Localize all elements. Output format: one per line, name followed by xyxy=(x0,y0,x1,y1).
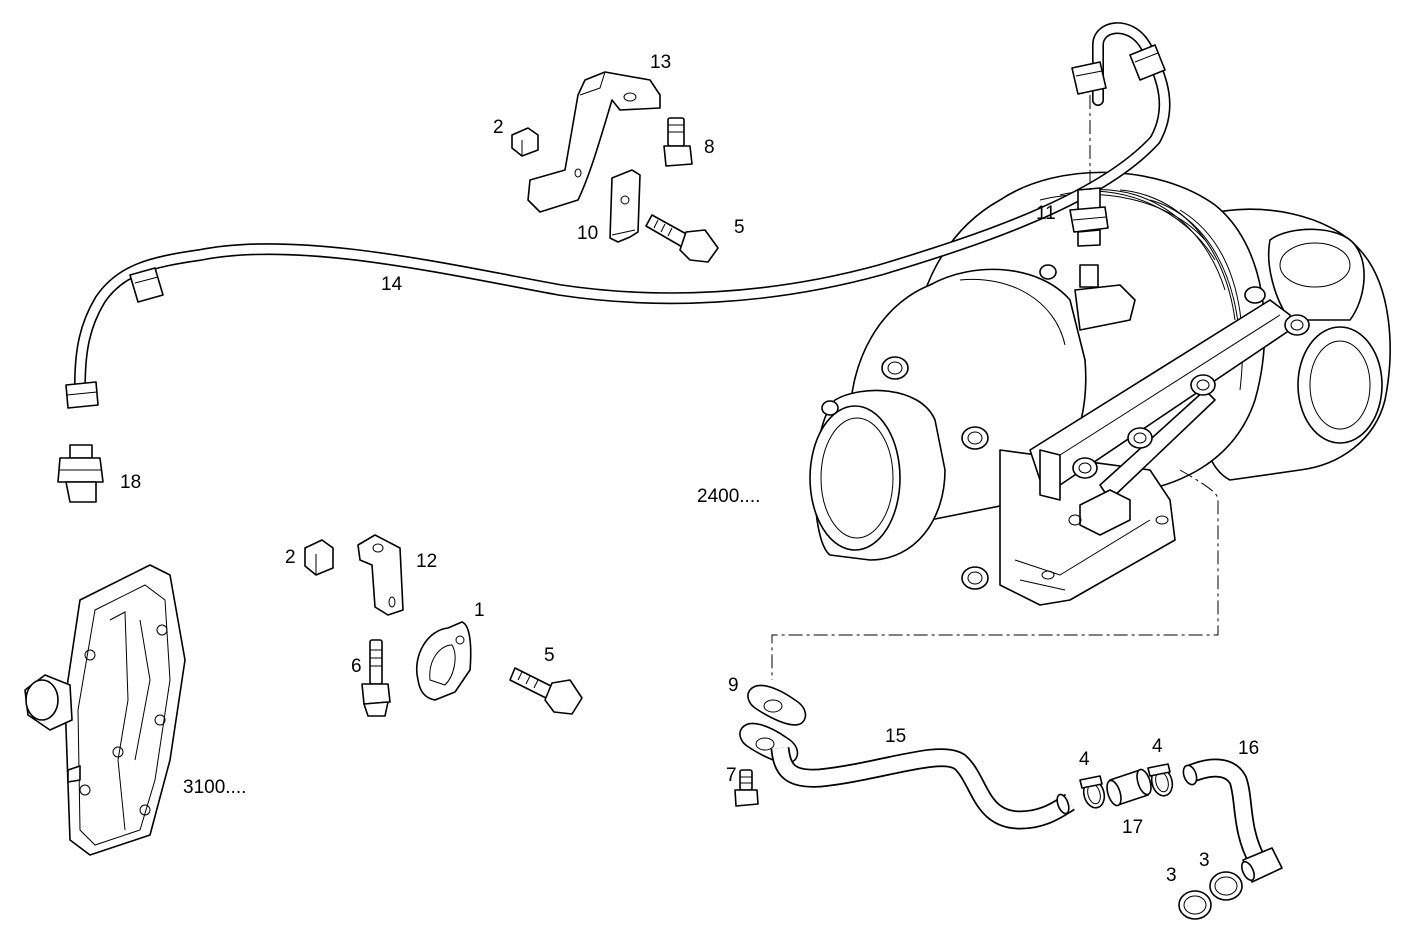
pipe-nut-mid xyxy=(129,267,164,303)
callout-9: 9 xyxy=(728,675,739,696)
drain-pipe-15 xyxy=(770,746,1076,830)
turbo-nut-6 xyxy=(1284,314,1310,336)
callout-5-top: 5 xyxy=(734,217,745,238)
callout-17: 17 xyxy=(1122,817,1143,838)
oil-feed-pipe-14 xyxy=(65,22,1171,409)
callout-11: 11 xyxy=(1036,203,1056,224)
hose-16 xyxy=(1182,758,1283,883)
callout-2-top: 2 xyxy=(493,117,504,138)
gasket-9-upper xyxy=(747,684,807,726)
union-fitting-11 xyxy=(1069,187,1109,247)
turbo-nut-4 xyxy=(1127,427,1153,449)
ref-2400: 2400.... xyxy=(697,486,760,507)
callout-3-left: 3 xyxy=(1166,865,1177,886)
callout-3-right: 3 xyxy=(1199,850,1210,871)
clamp-4-right xyxy=(1147,763,1174,797)
callout-5-lower: 5 xyxy=(544,645,555,666)
turbo-nut-1 xyxy=(881,356,909,380)
callout-16: 16 xyxy=(1238,738,1259,759)
callout-18: 18 xyxy=(120,472,141,493)
clamp-4-left xyxy=(1079,775,1106,809)
callout-2-lower: 2 xyxy=(285,547,296,568)
pipe-nut-end xyxy=(65,381,99,409)
bolt-8 xyxy=(663,117,693,167)
callout-8: 8 xyxy=(704,137,715,158)
bracket-13 xyxy=(527,71,661,213)
callout-12: 12 xyxy=(416,551,437,572)
callout-13: 13 xyxy=(650,52,671,73)
ring-3-right xyxy=(1209,871,1243,901)
bolt-6 xyxy=(361,639,391,717)
turbo-nut-7 xyxy=(961,566,989,590)
callout-1: 1 xyxy=(474,600,485,621)
ref-3100: 3100.... xyxy=(183,777,246,798)
bolt-7 xyxy=(734,769,759,807)
callout-10: 10 xyxy=(577,223,598,244)
bolt-5-lower xyxy=(509,667,583,715)
turbo-nut-8 xyxy=(1244,286,1266,304)
union-18 xyxy=(57,444,104,503)
turbo-nut-3 xyxy=(1072,457,1098,479)
clamp-10 xyxy=(609,169,641,243)
turbo-nut-2 xyxy=(961,426,989,450)
turbocharger-assembly xyxy=(809,171,1391,606)
bolt-5-top xyxy=(645,214,719,263)
callout-4-left: 4 xyxy=(1079,749,1090,770)
pipe-nut-right xyxy=(1129,44,1166,81)
nut-2-lower xyxy=(304,539,334,576)
leader-turbo-to-9 xyxy=(771,469,1219,680)
turbo-nut-5 xyxy=(1190,374,1216,396)
nut-2-top xyxy=(511,127,539,157)
ring-3-left xyxy=(1178,890,1212,920)
callout-6: 6 xyxy=(351,656,362,677)
callout-14: 14 xyxy=(381,274,403,295)
clip-1 xyxy=(415,621,472,701)
callout-7: 7 xyxy=(726,765,737,786)
callout-4-right: 4 xyxy=(1152,736,1163,757)
bracket-12 xyxy=(357,534,404,616)
oil-filter-housing xyxy=(24,564,186,856)
sleeve-17 xyxy=(1106,768,1152,807)
pipe-nut-top xyxy=(1071,61,1107,95)
callout-15: 15 xyxy=(885,726,906,747)
